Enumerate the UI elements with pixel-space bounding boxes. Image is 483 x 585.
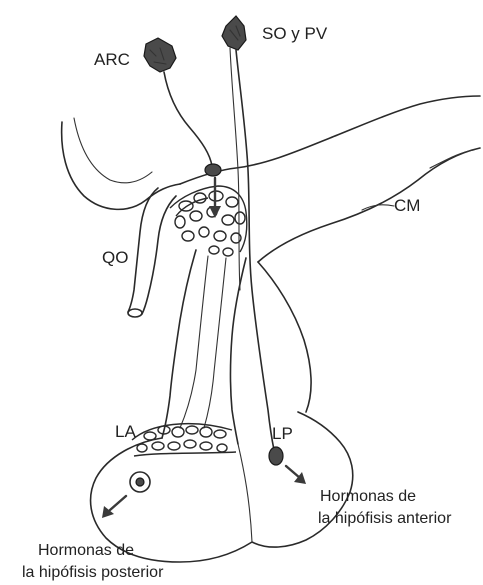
optic-chiasm-outline-inner [142,196,176,314]
hypothalamus-outline [62,122,180,209]
lp-terminal [269,447,283,465]
arc-neuron [144,38,221,176]
portal-capillary-mesh [170,186,247,256]
secondary-capillary-mesh [132,424,236,456]
lobe-divider [238,444,252,542]
optic-chiasm-end [128,309,142,317]
label-la: LA [115,422,136,442]
cm-right-outline [258,148,480,262]
label-posterior-line2: la hipófisis posterior [22,564,163,582]
portal-vessel-1 [180,256,208,428]
cm-leader-line [362,205,394,210]
label-anterior-line2: la hipófisis anterior [318,510,451,528]
stalk-right-wall [231,258,247,444]
label-so-pv: SO y PV [262,24,327,44]
label-arc: ARC [94,50,130,70]
anterior-arrow [110,496,126,510]
anterior-lobe-cell-nucleus [136,478,144,486]
portal-vessel-2 [204,258,226,428]
ventricle-inner-curve [74,118,152,183]
label-anterior-line1: Hormonas de [320,488,416,506]
posterior-arrow [286,466,300,478]
label-posterior-line1: Hormonas de [38,542,134,560]
label-qo: QO [102,248,128,268]
label-cm: CM [394,196,420,216]
arc-axon [164,72,212,166]
arc-axon-terminal [205,164,221,176]
label-lp: LP [272,424,293,444]
cm-inner-curve [430,150,474,168]
stalk-left-wall [162,250,196,438]
posterior-lobe-upper [258,262,311,412]
median-eminence-outline [180,96,480,184]
